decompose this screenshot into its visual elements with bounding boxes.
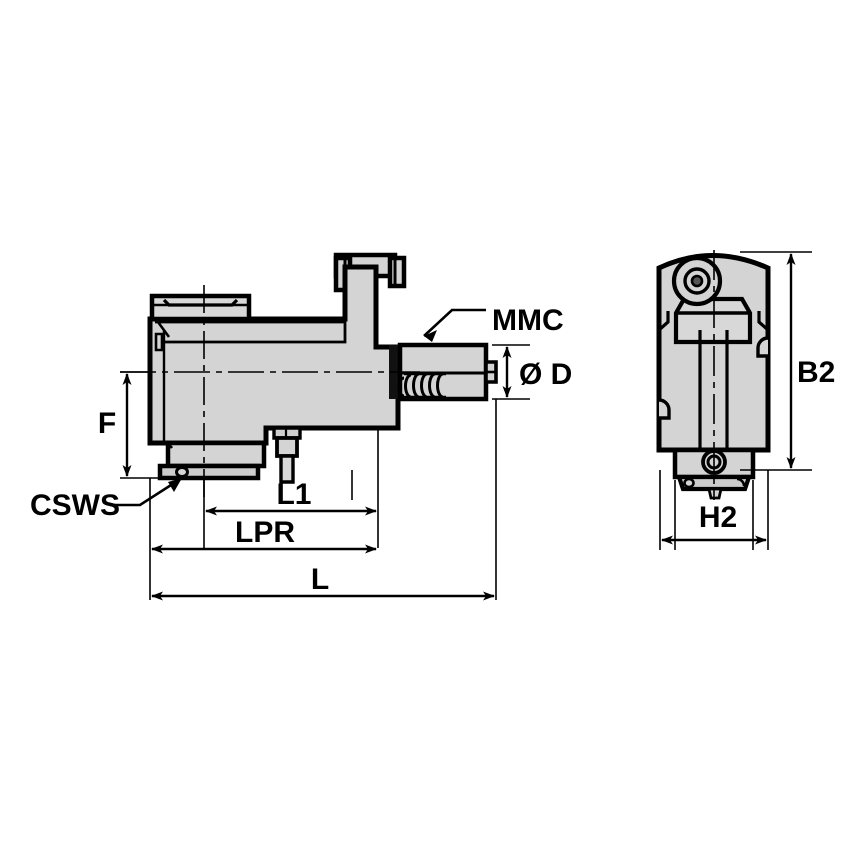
dimension-diameter-d: Ø D [502, 346, 572, 398]
front-raised-boss [673, 296, 753, 345]
callout-csws-leader [110, 476, 183, 507]
callout-csws-arrowhead [168, 478, 182, 492]
callout-mmc-leader [423, 308, 486, 337]
coolant-nipple-assembly [272, 426, 302, 484]
dimension-diameter-d-label: Ø D [519, 358, 572, 391]
front-view: B2 H2 [656, 250, 835, 550]
dimension-h2: H2 [661, 501, 767, 545]
body-top-slot [155, 320, 347, 344]
bracket-right-screw-head [387, 255, 407, 289]
front-bottom-right-radius [736, 477, 746, 487]
front-right-chamfer [757, 311, 770, 332]
dimension-l1-label: L1 [276, 478, 311, 511]
dimension-f: F [98, 373, 132, 477]
front-witness-lines [659, 251, 812, 550]
coolant-nipple-hex [275, 436, 299, 458]
callout-csws-label: CSWS [30, 489, 120, 522]
dimension-l-label: L [311, 563, 329, 596]
dimension-l1: L1 [205, 478, 377, 516]
front-left-notch [658, 398, 671, 420]
body-top-corner-chamfer [156, 321, 171, 338]
callout-mmc-arrowhead [424, 330, 437, 342]
shank-top-cap [149, 293, 252, 322]
dimension-b2-label: B2 [797, 356, 835, 389]
bottom-block-chamfer [166, 442, 174, 449]
front-coolant-stub [707, 487, 723, 500]
dimension-lpr: LPR [151, 516, 377, 554]
mmc-thread-profile [397, 372, 446, 399]
body-side-keyway [154, 332, 164, 352]
csws-screw-hole [175, 466, 189, 478]
coolant-tube [279, 454, 295, 484]
bottom-serration-plate [157, 463, 261, 481]
front-right-notch [756, 336, 769, 358]
bottom-mount-block [165, 440, 267, 469]
front-bottom-left-hole [683, 477, 695, 489]
callout-csws: CSWS [30, 476, 183, 522]
callout-mmc-label: MMC [492, 304, 564, 337]
bolt-hole-inner-circle [690, 274, 704, 288]
dimension-f-label: F [98, 407, 116, 440]
front-left-chamfer [657, 311, 670, 332]
dimension-lpr-label: LPR [235, 516, 295, 549]
front-top-bolt-hole [671, 255, 723, 307]
dimension-b2: B2 [786, 253, 835, 469]
callout-mmc: MMC [423, 304, 564, 342]
dimension-l: L [151, 563, 495, 601]
dimension-h2-label: H2 [699, 501, 737, 534]
side-view: F Ø D L1 LPR L MMC [30, 252, 572, 601]
